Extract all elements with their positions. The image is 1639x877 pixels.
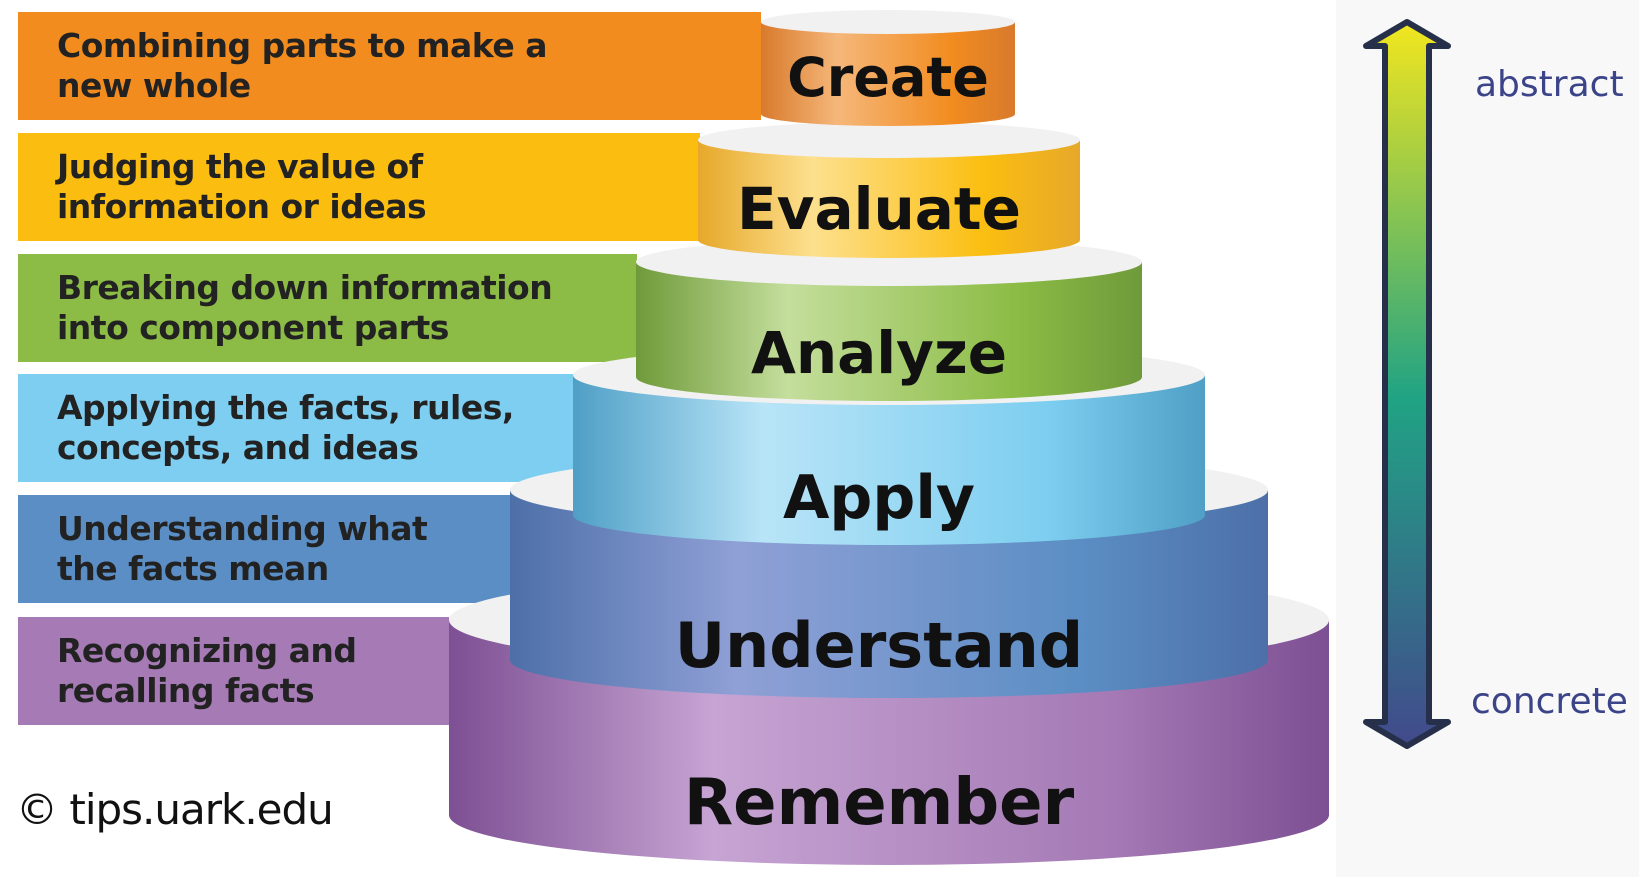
tier-evaluate-label: Evaluate: [737, 175, 1021, 243]
band-understand: Understanding what the facts mean: [18, 495, 510, 603]
tier-remember-label: Remember: [684, 766, 1075, 840]
band-analyze: Breaking down information into component…: [18, 254, 637, 362]
concrete-label: concrete: [1471, 681, 1628, 722]
band-remember: Recognizing and recalling facts: [18, 617, 449, 725]
tier-create-label: Create: [787, 46, 989, 109]
abstract-label: abstract: [1475, 64, 1624, 105]
tier-analyze-side: [636, 262, 1142, 401]
tier-apply-side: [573, 375, 1205, 545]
tier-create-top: [761, 10, 1015, 34]
band-evaluate: Judging the value of information or idea…: [18, 133, 700, 241]
tier-evaluate-top: [698, 122, 1080, 158]
tier-create-side: [761, 22, 1015, 126]
tier-evaluate-side: [698, 140, 1080, 258]
band-create: Combining parts to make a new whole: [18, 12, 761, 120]
tier-apply-label: Apply: [783, 463, 975, 533]
understand-description: Understanding what the facts mean: [57, 509, 428, 588]
analyze-description: Breaking down information into component…: [57, 268, 553, 347]
tier-understand-side: [510, 490, 1268, 698]
band-apply: Applying the facts, rules, concepts, and…: [18, 374, 573, 482]
remember-description: Recognizing and recalling facts: [57, 631, 357, 710]
tier-analyze-label: Analyze: [751, 319, 1007, 387]
create-description: Combining parts to make a new whole: [57, 26, 547, 105]
copyright-text: © tips.uark.edu: [16, 785, 334, 834]
tier-understand-label: Understand: [675, 609, 1083, 682]
apply-description: Applying the facts, rules, concepts, and…: [57, 388, 514, 467]
evaluate-description: Judging the value of information or idea…: [57, 147, 427, 226]
